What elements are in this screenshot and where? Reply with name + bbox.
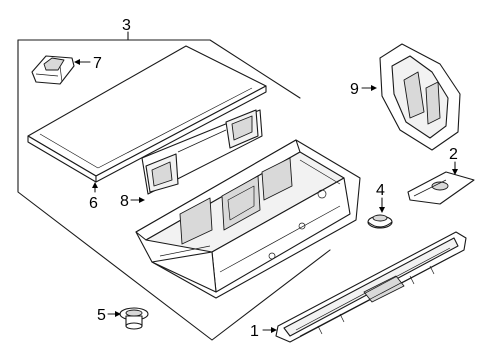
callout-7: 7	[93, 55, 102, 72]
callout-4: 4	[376, 182, 385, 199]
arrow-4	[379, 207, 385, 213]
group-outline	[17, 39, 331, 341]
arrow-1	[271, 327, 277, 333]
callout-2: 2	[449, 146, 458, 163]
group-outline-top	[17, 39, 301, 99]
callout-1: 1	[250, 323, 259, 340]
part-cargo-tub	[135, 139, 361, 299]
part-sill-plate	[275, 231, 467, 343]
callout-6: 6	[89, 195, 98, 212]
arrow-5	[115, 311, 121, 317]
callout-3: 3	[122, 17, 131, 34]
arrow-6	[92, 182, 98, 188]
callout-5: 5	[97, 307, 106, 324]
part-cover	[407, 171, 475, 205]
part-plug	[119, 307, 149, 330]
callout-9: 9	[350, 81, 359, 98]
part-clip	[31, 55, 75, 85]
part-partition	[141, 109, 263, 195]
part-cap	[367, 214, 393, 229]
arrow-7	[74, 59, 80, 65]
arrow-9	[371, 85, 377, 91]
callout-8: 8	[120, 193, 129, 210]
arrow-8	[139, 197, 145, 203]
part-bracket	[379, 43, 461, 151]
arrow-2	[452, 169, 458, 175]
part-cargo-cover	[27, 45, 267, 183]
